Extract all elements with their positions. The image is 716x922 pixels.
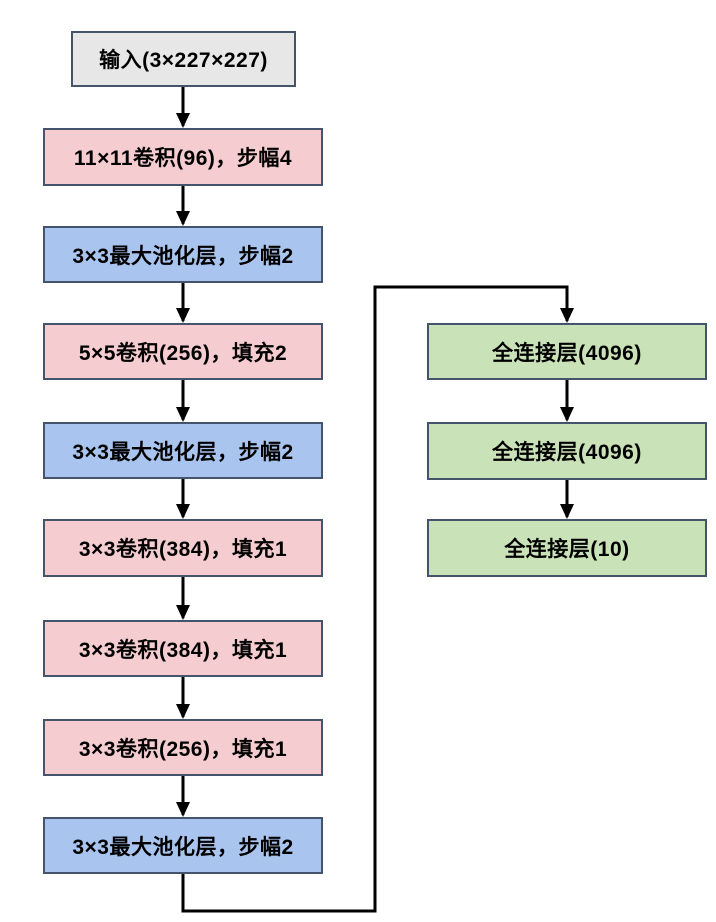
node-conv-3x3-384b: 3×3卷积(384)，填充1 — [43, 620, 323, 677]
node-fc-10: 全连接层(10) — [427, 519, 707, 577]
node-conv-3x3-256: 3×3卷积(256)，填充1 — [43, 719, 323, 776]
node-maxpool-1: 3×3最大池化层，步幅2 — [43, 226, 323, 283]
node-fc-4096-a: 全连接层(4096) — [427, 323, 707, 380]
node-fc-4096-b: 全连接层(4096) — [427, 422, 707, 480]
node-conv-3x3-384a: 3×3卷积(384)，填充1 — [43, 519, 323, 577]
node-maxpool-3: 3×3最大池化层，步幅2 — [43, 817, 323, 874]
node-maxpool-2: 3×3最大池化层，步幅2 — [43, 422, 323, 479]
connector-pool3-fc1 — [181, 285, 574, 913]
node-conv-5x5: 5×5卷积(256)，填充2 — [43, 323, 323, 380]
node-conv-11x11: 11×11卷积(96)，步幅4 — [43, 128, 323, 186]
node-input-layer: 输入(3×227×227) — [71, 31, 296, 87]
